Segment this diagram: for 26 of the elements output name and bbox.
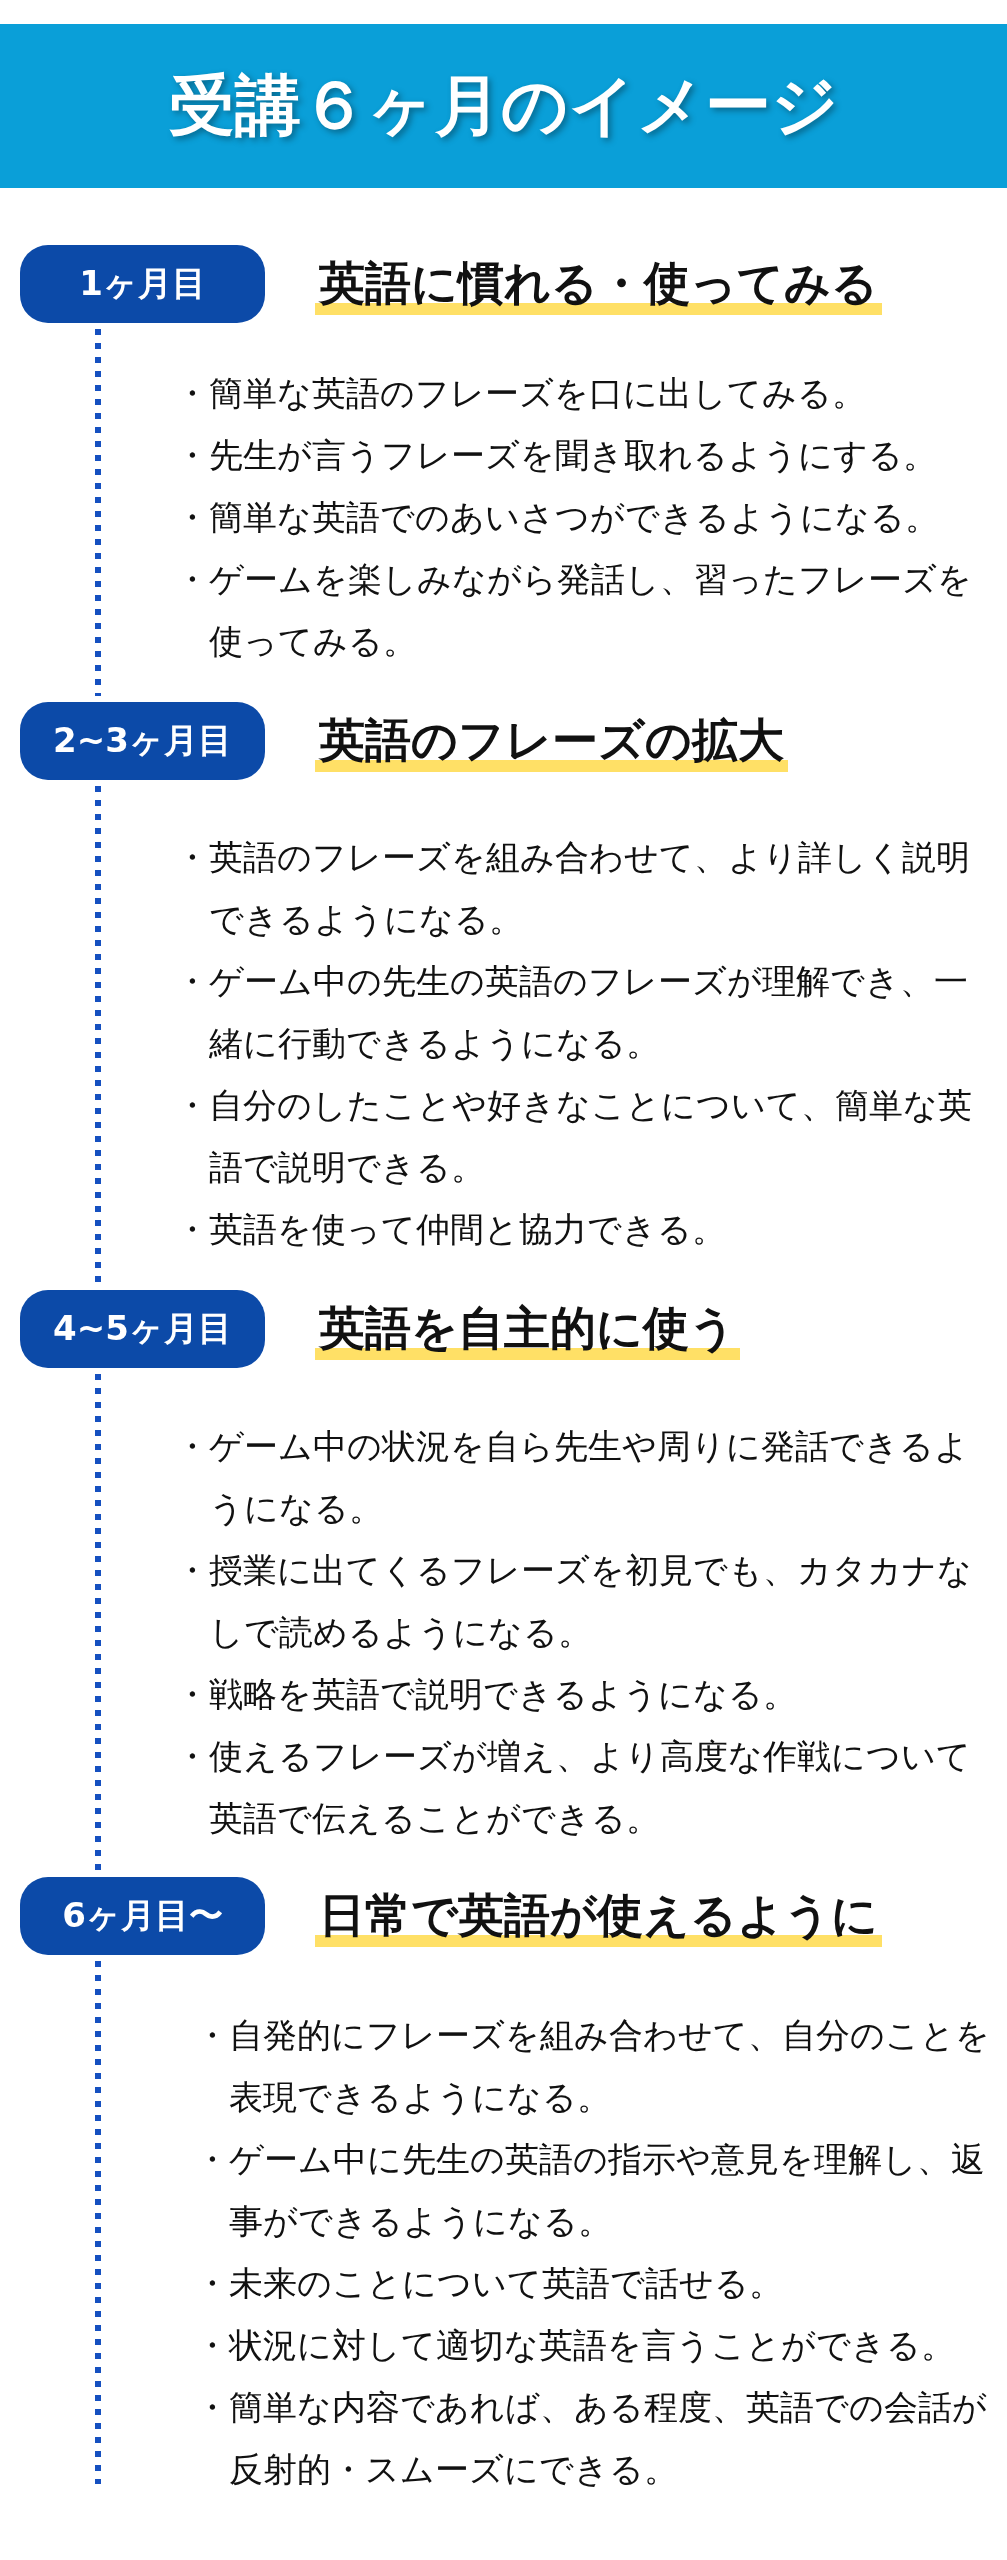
bullet-text: ・先生が言うフレーズを聞き取れるようにする。 [175,434,938,477]
bullet-text: ・状況に対して適切な英語を言うことができる。 [195,2324,956,2367]
bullet-text: ・簡単な内容であれば、ある程度、英語での会話が反射的・スムーズにできる。 [195,2386,988,2491]
bullet-text: ・ゲーム中の先生の英語のフレーズが理解でき、一緒に行動できるようになる。 [175,960,969,1065]
bullet-text: ・戦略を英語で説明できるようになる。 [175,1673,798,1716]
bullet-text: ・ゲームを楽しみながら発話し、習ったフレーズを使ってみる。 [175,558,973,663]
bullet-text: ・自分のしたことや好きなことについて、簡単な英語で説明できる。 [175,1084,973,1189]
bullet-text: ・ゲーム中に先生の英語の指示や意見を理解し、返事ができるようになる。 [195,2138,986,2243]
phase-pill: 1ヶ月目 [20,245,265,323]
timeline-line [95,329,101,696]
bullet-text: ・自発的にフレーズを組み合わせて、自分のことを表現できるようになる。 [195,2014,991,2119]
bullet-text: ・簡単な英語でのあいさつができるようになる。 [175,496,940,539]
bullet-text: ・ゲーム中の状況を自ら先生や周りに発話できるようになる。 [175,1425,970,1530]
timeline-line [95,786,101,1284]
bullet-text: ・授業に出てくるフレーズを初見でも、カタカナなしで読めるようになる。 [175,1549,973,1654]
phase-pill: 6ヶ月目〜 [20,1877,265,1955]
timeline-line [95,1374,101,1871]
title-banner: 受講６ヶ月のイメージ [0,24,1007,188]
bullet-text: ・英語を使って仲間と協力できる。 [175,1208,727,1251]
phase-pill: 4~5ヶ月目 [20,1290,265,1368]
bullet-text: ・英語のフレーズを組み合わせて、より詳しく説明できるようになる。 [175,836,971,941]
phase-pill: 2~3ヶ月目 [20,702,265,780]
bullet-text: ・使えるフレーズが増え、より高度な作戦について英語で伝えることができる。 [175,1735,972,1840]
bullet-text: ・未来のことについて英語で話せる。 [195,2262,784,2305]
bullet-text: ・簡単な英語のフレーズを口に出してみる。 [175,372,867,415]
timeline-line [95,1961,101,2484]
